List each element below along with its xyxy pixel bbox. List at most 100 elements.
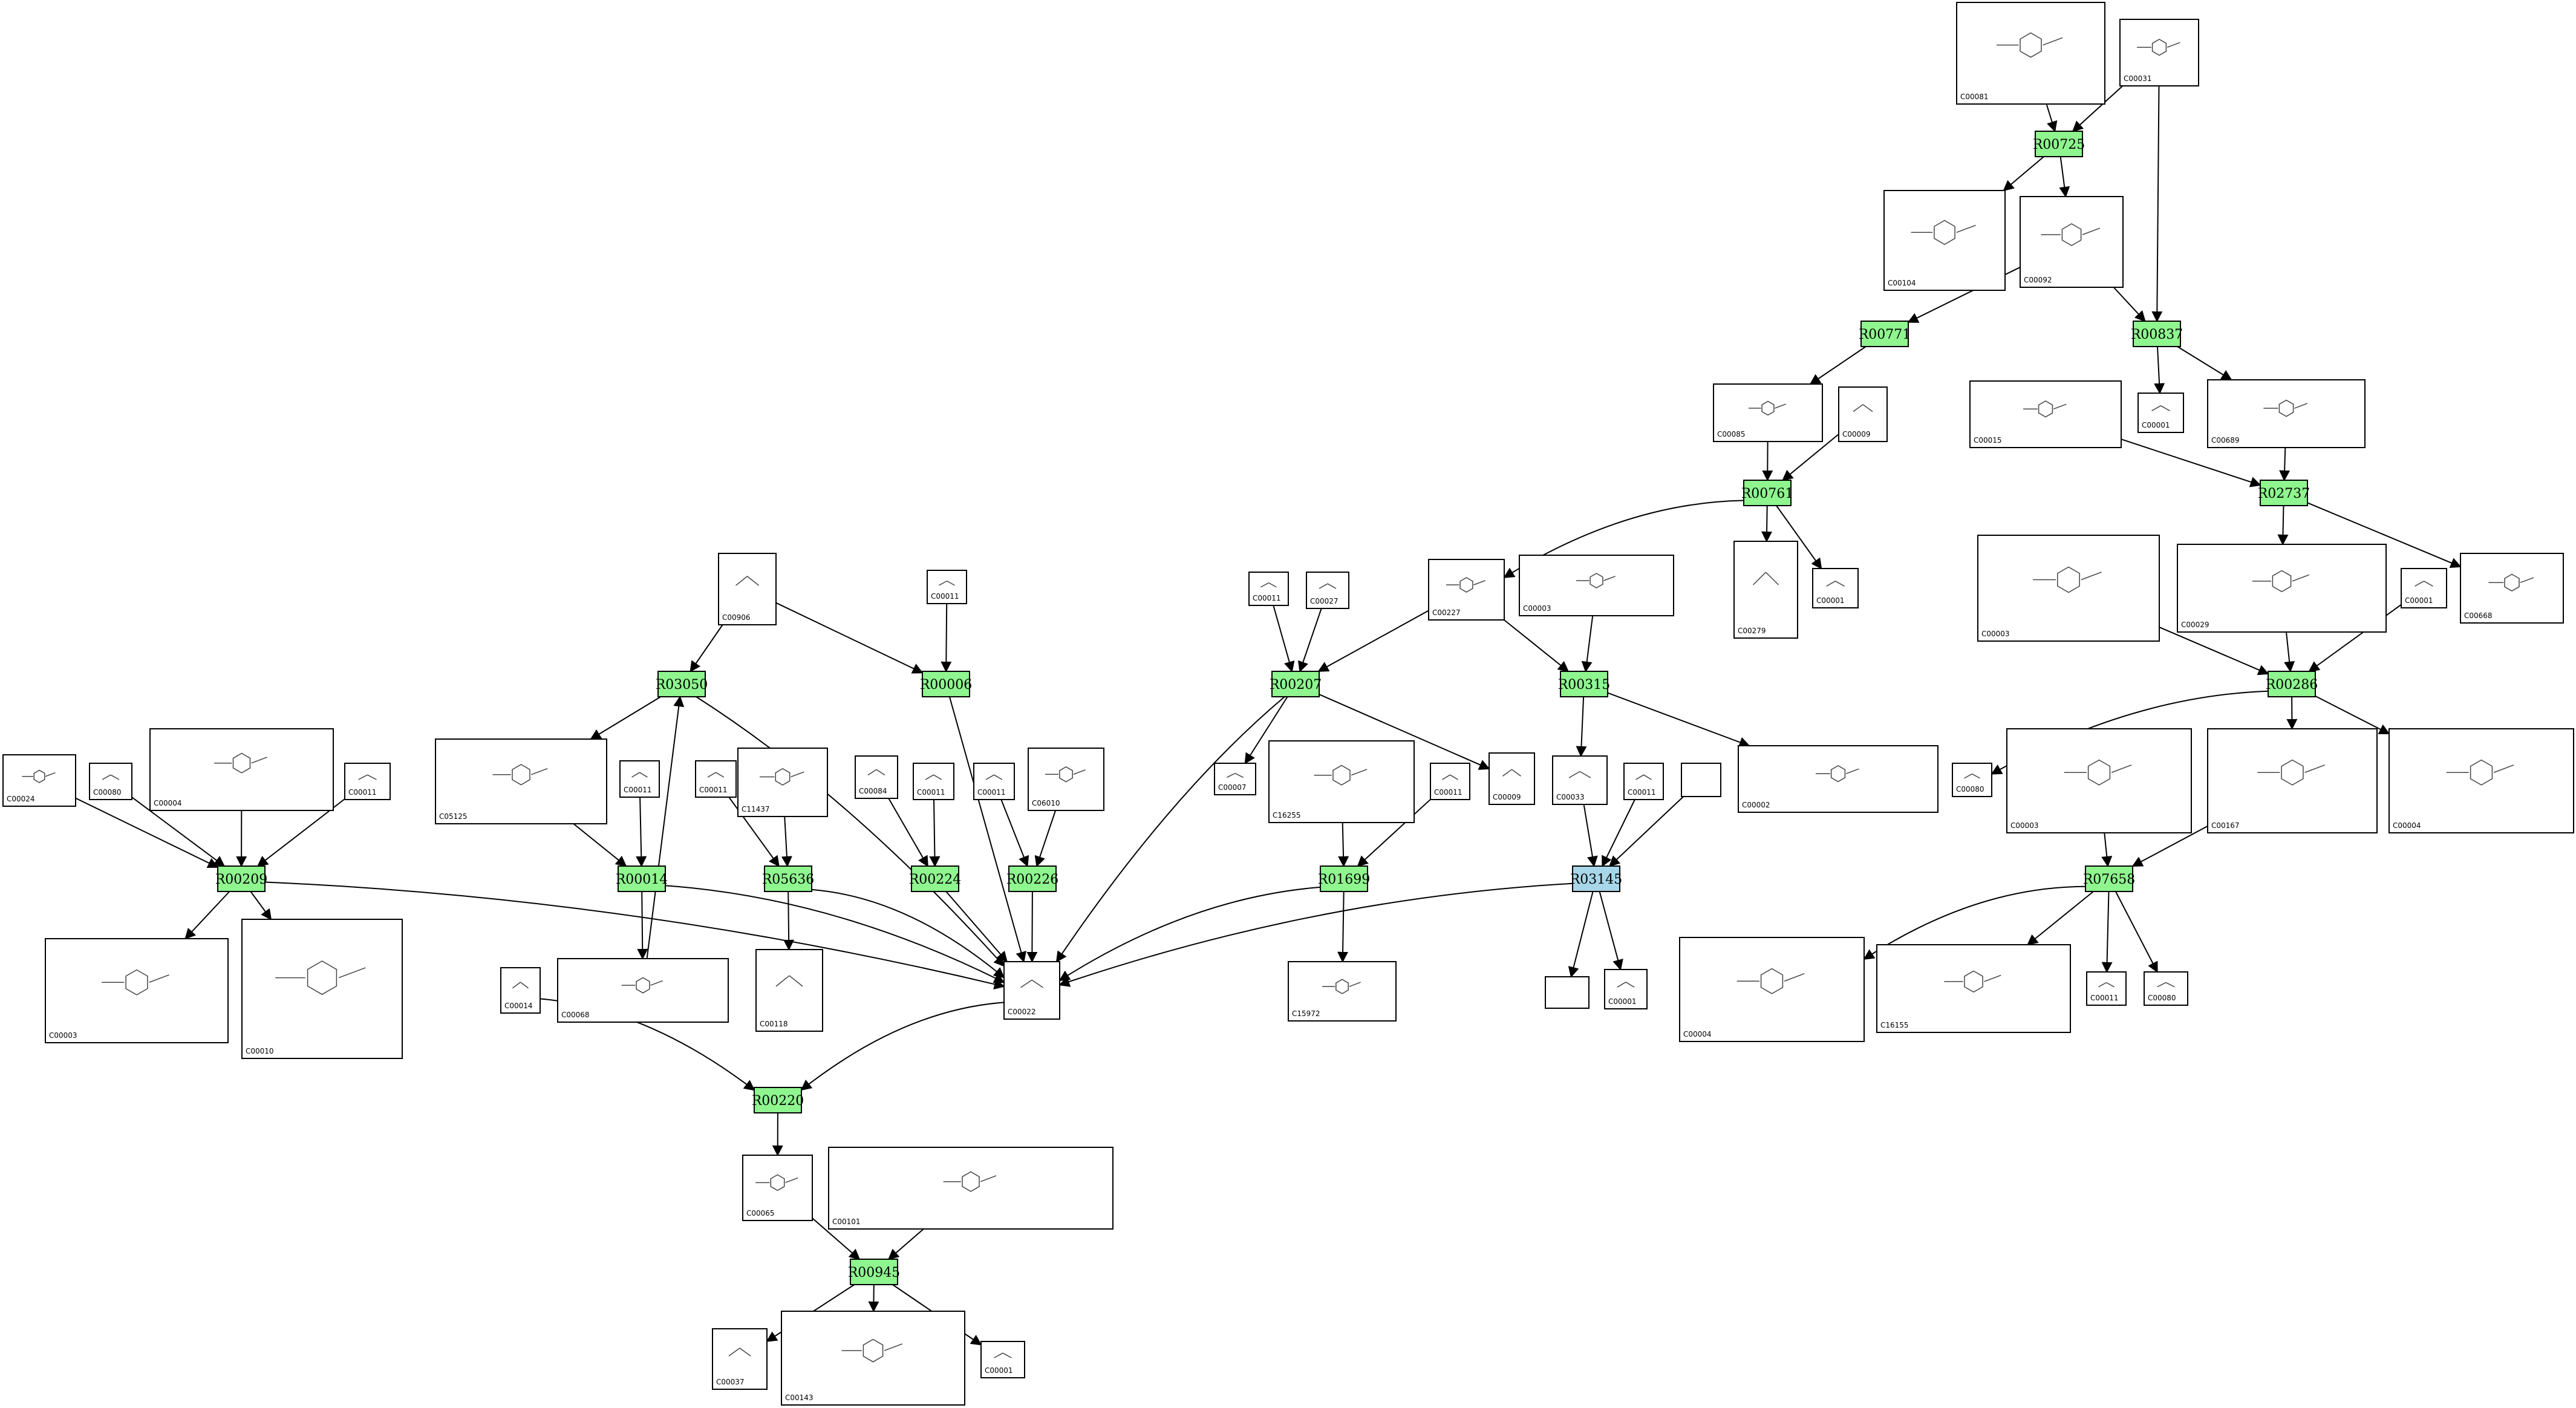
compound-node[interactable]: C00001 [1604, 969, 1648, 1009]
compound-box [2020, 196, 2124, 288]
compound-node[interactable]: C00011 [619, 760, 660, 798]
compound-node[interactable]: C00033 [1552, 755, 1608, 805]
compound-node[interactable]: C00027 [1306, 572, 1349, 609]
compound-label: C00011 [348, 788, 377, 797]
compound-node[interactable]: C00084 [855, 755, 898, 799]
compound-node[interactable]: C00118 [755, 949, 823, 1032]
compound-node[interactable]: C00279 [1733, 541, 1798, 639]
reaction-node[interactable]: R00226 [1006, 865, 1059, 892]
compound-node[interactable]: C00004 [2389, 728, 2574, 833]
reaction-node[interactable]: R00220 [752, 1087, 804, 1113]
reaction-node[interactable]: R00837 [2131, 321, 2183, 347]
compound-node[interactable]: C00037 [712, 1328, 768, 1390]
compound-node[interactable]: C00143 [781, 1311, 965, 1406]
compound-node[interactable]: C00092 [2020, 196, 2124, 288]
compound-box [2144, 971, 2188, 1006]
compound-node[interactable]: C00001 [1812, 568, 1859, 608]
compound-node[interactable]: C00227 [1428, 559, 1505, 621]
compound-node[interactable]: C00014 [500, 967, 541, 1014]
compound-node[interactable]: C00668 [2460, 553, 2564, 624]
compound-node[interactable]: C06010 [1028, 748, 1104, 811]
compound-node[interactable]: C00104 [1883, 190, 2006, 291]
compound-node[interactable]: C00001 [980, 1341, 1025, 1378]
compound-node[interactable]: C00011 [973, 763, 1015, 800]
compound-node[interactable]: C00085 [1713, 383, 1823, 442]
reaction-node[interactable]: R02737 [2258, 480, 2310, 506]
compound-node[interactable]: C00080 [1952, 763, 1992, 797]
reaction-node[interactable]: R00771 [1859, 321, 1911, 347]
compound-node[interactable]: C00015 [1969, 380, 2122, 448]
compound-box [1969, 380, 2122, 448]
compound-box [1681, 763, 1721, 797]
compound-node[interactable]: C00011 [1248, 572, 1289, 606]
compound-node[interactable]: C00029 [2177, 544, 2387, 633]
compound-node[interactable]: C00003 [1977, 535, 2160, 642]
compound-node[interactable]: C00011 [927, 570, 967, 604]
reaction-node[interactable]: R03050 [656, 671, 708, 697]
reaction-node[interactable]: R00761 [1741, 480, 1794, 506]
compound-node[interactable]: C11437 [737, 748, 828, 817]
compound-node[interactable]: C05125 [435, 738, 607, 824]
compound-node[interactable] [1545, 976, 1590, 1009]
reaction-node[interactable]: R00286 [2266, 671, 2318, 697]
compound-node[interactable]: C00003 [1519, 555, 1674, 616]
compound-node[interactable]: C16155 [1876, 944, 2071, 1033]
compound-node[interactable]: C16255 [1268, 740, 1415, 823]
reaction-edge [1583, 804, 1598, 867]
compound-label: C00143 [785, 1393, 814, 1402]
compound-node[interactable]: C00004 [149, 728, 334, 811]
compound-box [1028, 748, 1104, 811]
reaction-label: R07658 [2083, 872, 2136, 887]
compound-node[interactable]: C15972 [1288, 961, 1397, 1022]
reaction-node[interactable]: R03145 [1570, 865, 1623, 892]
compound-label: C00011 [2090, 994, 2119, 1002]
compound-node[interactable]: C00024 [2, 754, 76, 807]
reaction-node[interactable]: R00006 [920, 671, 973, 697]
compound-node[interactable]: C00689 [2207, 379, 2366, 448]
reaction-node[interactable]: R00315 [1558, 671, 1611, 697]
compound-node[interactable]: C00011 [1623, 763, 1664, 800]
compound-node[interactable]: C00011 [913, 763, 954, 800]
compound-node[interactable]: C00167 [2207, 728, 2378, 833]
compound-node[interactable]: C00081 [1956, 2, 2105, 105]
reaction-node[interactable]: R00725 [2033, 131, 2085, 157]
compound-node[interactable]: C00009 [1838, 386, 1888, 442]
reaction-node[interactable]: R05636 [762, 865, 815, 892]
reaction-node[interactable]: R00209 [215, 865, 268, 892]
reaction-node[interactable]: R00945 [848, 1259, 901, 1285]
compound-label: C00101 [832, 1217, 861, 1226]
compound-node[interactable]: C00011 [344, 763, 391, 800]
compound-node[interactable]: C00009 [1489, 752, 1535, 805]
compound-node[interactable] [1681, 763, 1721, 797]
reaction-node[interactable]: R01699 [1318, 865, 1371, 892]
reaction-edge [783, 891, 795, 951]
compound-node[interactable]: C00007 [1214, 763, 1256, 795]
reaction-node[interactable]: R07658 [2083, 865, 2136, 892]
reaction-edge [696, 696, 1005, 967]
compound-node[interactable]: C00022 [1003, 961, 1060, 1020]
compound-node[interactable]: C00004 [1679, 937, 1865, 1042]
compound-node[interactable]: C00011 [1430, 763, 1470, 800]
reaction-edge [1273, 605, 1295, 673]
compound-node[interactable]: C00011 [695, 760, 737, 798]
compound-node[interactable]: C00101 [828, 1147, 1114, 1230]
compound-node[interactable]: C00906 [718, 553, 777, 625]
compound-label: C00080 [1956, 785, 1984, 794]
compound-node[interactable]: C00003 [2006, 728, 2192, 833]
compound-node[interactable]: C00002 [1738, 745, 1939, 813]
compound-node[interactable]: C00011 [2086, 971, 2127, 1006]
compound-node[interactable]: C00068 [557, 958, 729, 1023]
compound-label: C00011 [977, 788, 1006, 797]
reaction-node[interactable]: R00224 [909, 865, 962, 892]
compound-node[interactable]: C00065 [742, 1155, 813, 1221]
compound-box [2401, 568, 2447, 608]
reaction-node[interactable]: R00207 [1270, 671, 1322, 697]
compound-node[interactable]: C00003 [45, 938, 229, 1043]
compound-node[interactable]: C00010 [241, 919, 403, 1059]
compound-node[interactable]: C00001 [2401, 568, 2447, 608]
compound-node[interactable]: C00031 [2119, 19, 2199, 86]
compound-node[interactable]: C00080 [89, 763, 132, 800]
reaction-node[interactable]: R00014 [616, 865, 668, 892]
compound-node[interactable]: C00001 [2137, 393, 2184, 433]
compound-node[interactable]: C00080 [2144, 971, 2188, 1006]
